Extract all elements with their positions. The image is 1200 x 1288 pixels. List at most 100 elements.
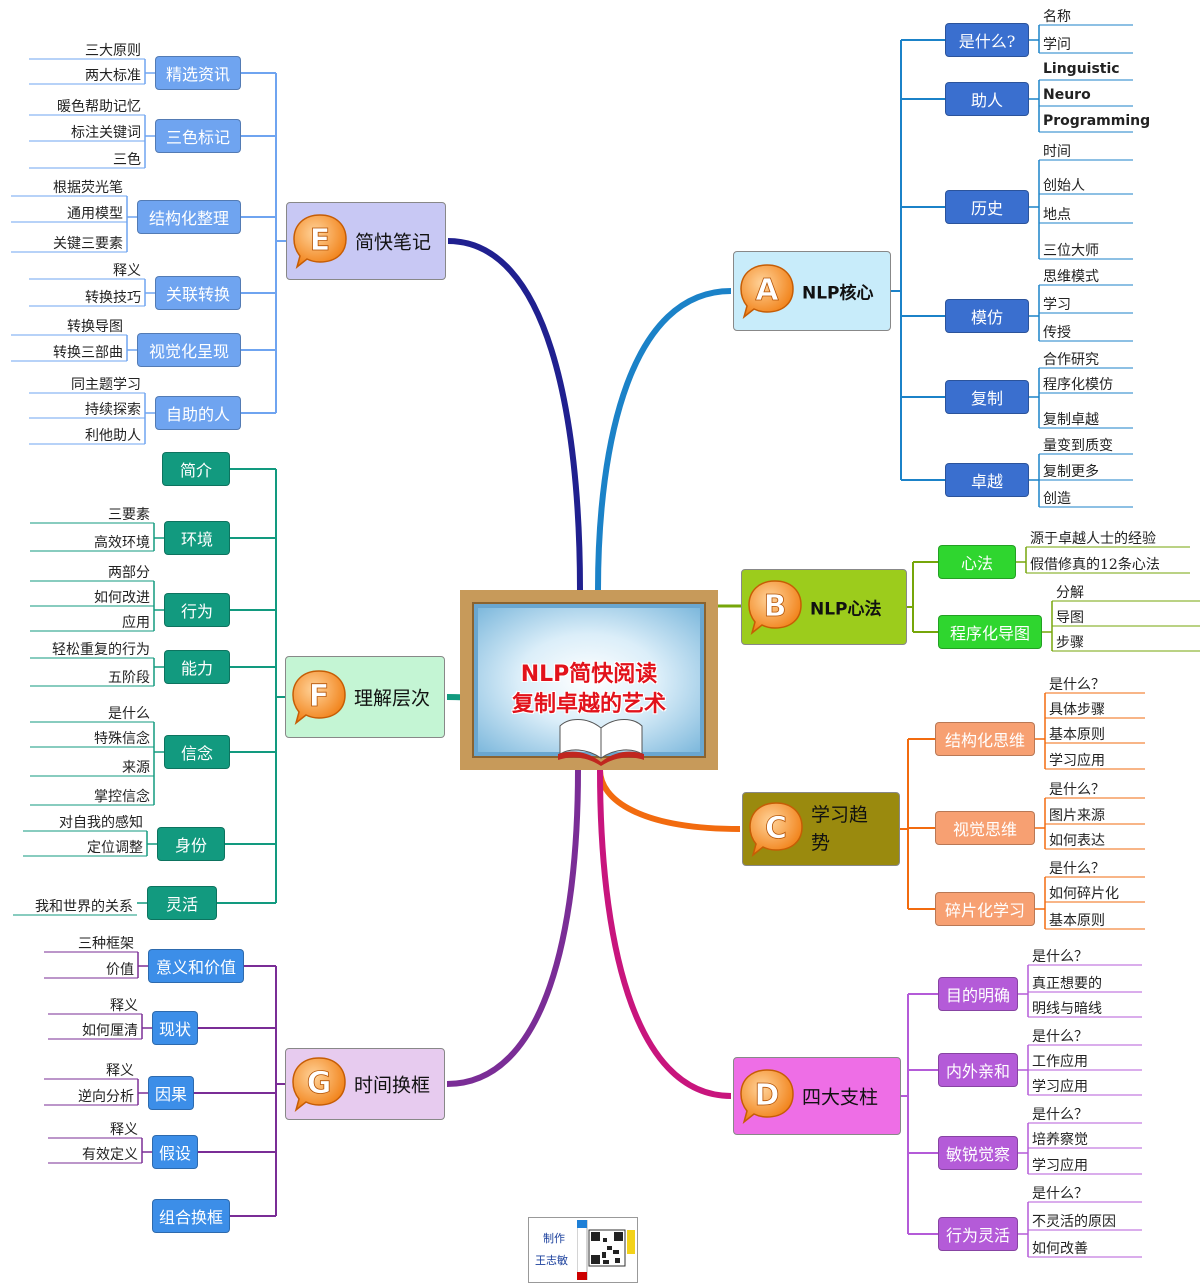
subtopic[interactable]: 碎片化学习 (935, 892, 1035, 926)
subtopic[interactable]: 因果 (148, 1076, 194, 1110)
leaf-topic[interactable]: 两部分 (108, 565, 150, 581)
leaf-topic[interactable]: 通用模型 (67, 206, 123, 222)
leaf-topic[interactable]: 思维模式 (1043, 269, 1099, 285)
subtopic[interactable]: 复制 (945, 380, 1029, 414)
leaf-topic[interactable]: 价值 (106, 962, 134, 978)
leaf-topic[interactable]: 复制卓越 (1043, 412, 1099, 428)
leaf-topic[interactable]: 如何碎片化 (1049, 886, 1119, 902)
leaf-topic[interactable]: 是什么？ (1049, 782, 1105, 798)
leaf-topic[interactable]: 是什么？ (1049, 677, 1105, 693)
leaf-topic[interactable]: 转换三部曲 (53, 345, 123, 361)
leaf-topic[interactable]: 学习 (1043, 297, 1071, 313)
leaf-topic[interactable]: 三大原则 (85, 43, 141, 59)
subtopic[interactable]: 心法 (938, 545, 1016, 579)
leaf-topic[interactable]: Programming (1043, 113, 1151, 129)
leaf-topic[interactable]: 三要素 (108, 507, 150, 523)
leaf-topic[interactable]: 导图 (1056, 610, 1084, 626)
leaf-topic[interactable]: 是什么 (108, 706, 150, 722)
leaf-topic[interactable]: 创始人 (1043, 178, 1085, 194)
leaf-topic[interactable]: 对自我的感知 (59, 815, 143, 831)
leaf-topic[interactable]: 转换导图 (67, 319, 123, 335)
leaf-topic[interactable]: 转换技巧 (85, 290, 141, 306)
leaf-topic[interactable]: 地点 (1043, 207, 1071, 223)
subtopic[interactable]: 目的明确 (938, 977, 1018, 1011)
leaf-topic[interactable]: 不灵活的原因 (1032, 1214, 1116, 1230)
leaf-topic[interactable]: Neuro (1043, 87, 1091, 103)
leaf-topic[interactable]: 三位大师 (1043, 243, 1099, 259)
subtopic[interactable]: 简介 (162, 452, 230, 486)
subtopic[interactable]: 精选资讯 (155, 56, 241, 90)
leaf-topic[interactable]: 释义 (110, 1122, 138, 1138)
subtopic[interactable]: 结构化思维 (935, 722, 1035, 756)
leaf-topic[interactable]: 复制更多 (1043, 464, 1099, 480)
leaf-topic[interactable]: 应用 (122, 615, 150, 631)
leaf-topic[interactable]: 工作应用 (1032, 1054, 1088, 1070)
subtopic[interactable]: 敏锐觉察 (938, 1136, 1018, 1170)
subtopic[interactable]: 行为灵活 (938, 1217, 1018, 1251)
subtopic[interactable]: 卓越 (945, 463, 1029, 497)
leaf-topic[interactable]: 具体步骤 (1049, 702, 1105, 718)
leaf-topic[interactable]: 根据荧光笔 (53, 180, 123, 196)
subtopic[interactable]: 程序化导图 (938, 615, 1042, 649)
leaf-topic[interactable]: 我和世界的关系 (35, 899, 133, 915)
leaf-topic[interactable]: 培养察觉 (1032, 1132, 1088, 1148)
leaf-topic[interactable]: 基本原则 (1049, 727, 1105, 743)
leaf-topic[interactable]: 如何改进 (94, 590, 150, 606)
leaf-topic[interactable]: 如何改善 (1032, 1241, 1088, 1257)
leaf-topic[interactable]: 掌控信念 (94, 789, 150, 805)
subtopic[interactable]: 信念 (164, 735, 230, 769)
subtopic[interactable]: 模仿 (945, 299, 1029, 333)
leaf-topic[interactable]: 有效定义 (82, 1147, 138, 1163)
leaf-topic[interactable]: 步骤 (1056, 635, 1084, 651)
leaf-topic[interactable]: 高效环境 (94, 535, 150, 551)
subtopic[interactable]: 环境 (164, 521, 230, 555)
subtopic[interactable]: 是什么? (945, 23, 1029, 57)
subtopic[interactable]: 视觉思维 (935, 811, 1035, 845)
leaf-topic[interactable]: 两大标准 (85, 68, 141, 84)
leaf-topic[interactable]: 来源 (122, 760, 150, 776)
leaf-topic[interactable]: 学习应用 (1032, 1158, 1088, 1174)
subtopic[interactable]: 关联转换 (155, 276, 241, 310)
center-topic[interactable]: NLP简快阅读 复制卓越的艺术 (460, 590, 718, 770)
leaf-topic[interactable]: 是什么？ (1032, 1107, 1088, 1123)
subtopic[interactable]: 历史 (945, 190, 1029, 224)
leaf-topic[interactable]: 传授 (1043, 325, 1071, 341)
leaf-topic[interactable]: 学习应用 (1032, 1079, 1088, 1095)
leaf-topic[interactable]: 是什么？ (1032, 1186, 1088, 1202)
subtopic[interactable]: 自助的人 (155, 396, 241, 430)
leaf-topic[interactable]: 源于卓越人士的经验 (1030, 531, 1156, 547)
leaf-topic[interactable]: 释义 (113, 263, 141, 279)
leaf-topic[interactable]: 名称 (1043, 9, 1071, 25)
subtopic[interactable]: 假设 (152, 1135, 198, 1169)
leaf-topic[interactable]: 如何表达 (1049, 833, 1105, 849)
subtopic[interactable]: 视觉化呈现 (137, 333, 241, 367)
leaf-topic[interactable]: 量变到质变 (1043, 438, 1113, 454)
subtopic[interactable]: 身份 (157, 827, 225, 861)
leaf-topic[interactable]: 释义 (110, 998, 138, 1014)
leaf-topic[interactable]: 图片来源 (1049, 808, 1105, 824)
leaf-topic[interactable]: 合作研究 (1043, 352, 1099, 368)
leaf-topic[interactable]: 标注关键词 (71, 125, 141, 141)
leaf-topic[interactable]: 时间 (1043, 144, 1071, 160)
subtopic[interactable]: 组合换框 (152, 1199, 230, 1233)
subtopic[interactable]: 现状 (152, 1011, 198, 1045)
subtopic[interactable]: 能力 (164, 650, 230, 684)
subtopic[interactable]: 三色标记 (155, 119, 241, 153)
leaf-topic[interactable]: 同主题学习 (71, 377, 141, 393)
leaf-topic[interactable]: 真正想要的 (1032, 976, 1102, 992)
leaf-topic[interactable]: 明线与暗线 (1032, 1001, 1102, 1017)
subtopic[interactable]: 行为 (164, 593, 230, 627)
leaf-topic[interactable]: 三色 (113, 152, 141, 168)
subtopic[interactable]: 助人 (945, 82, 1029, 116)
leaf-topic[interactable]: 是什么？ (1032, 949, 1088, 965)
leaf-topic[interactable]: 基本原则 (1049, 913, 1105, 929)
leaf-topic[interactable]: 特殊信念 (94, 731, 150, 747)
leaf-topic[interactable]: 持续探索 (85, 402, 141, 418)
leaf-topic[interactable]: 利他助人 (85, 428, 141, 444)
